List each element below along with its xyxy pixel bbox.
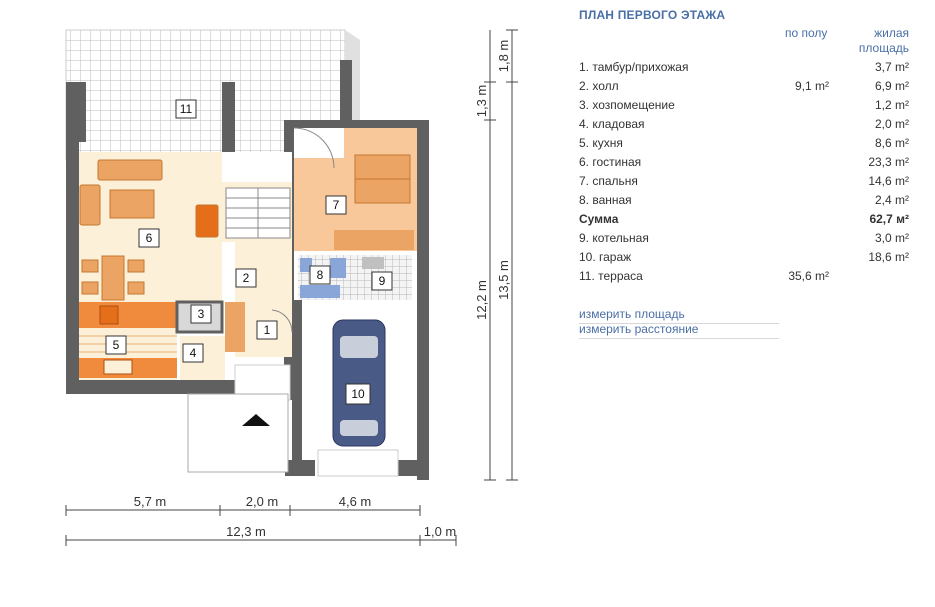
room-row: 1. тамбур/прихожая 3,7 m² xyxy=(575,58,920,77)
column-living-area: жилая площадь xyxy=(857,26,909,56)
column-floor-area: по полу xyxy=(785,26,828,40)
room-living-area: 14,6 m² xyxy=(868,174,909,188)
room-living-area: 3,0 m² xyxy=(874,231,909,245)
room-labels: 11 6 7 2 8 9 3 1 5 4 10 xyxy=(105,99,393,405)
floor-plan-drawing: 11 6 7 2 8 9 3 1 5 4 10 5,7 m 2,0 m 4,6 … xyxy=(65,29,518,546)
total-living-area: 62,7 м² xyxy=(869,212,909,226)
room-row: 9. котельная 3,0 m² xyxy=(575,229,920,248)
room-area-panel: ПЛАН ПЕРВОГО ЭТАЖА по полу жилая площадь… xyxy=(575,0,920,607)
room-row: 10. гараж 18,6 m² xyxy=(575,248,920,267)
svg-text:9: 9 xyxy=(379,274,386,288)
svg-text:11: 11 xyxy=(180,102,193,116)
room-row: 4. кладовая 2,0 m² xyxy=(575,115,920,134)
room-name: 3. хозпомещение xyxy=(579,98,675,112)
dining-table xyxy=(81,255,145,301)
room-label-4: 4 xyxy=(182,343,204,363)
dim-right-inner: 12,2 m xyxy=(474,280,489,320)
room-floor-area: 9,1 m² xyxy=(794,79,829,93)
panel-title: ПЛАН ПЕРВОГО ЭТАЖА xyxy=(579,8,726,22)
room-name: 4. кладовая xyxy=(579,117,645,131)
column-living-line-2: площадь xyxy=(858,41,909,55)
room-row: 8. ванная 2,4 m² xyxy=(575,191,920,210)
room-label-10: 10 xyxy=(345,383,371,405)
svg-text:7: 7 xyxy=(333,198,340,212)
sofa-furniture xyxy=(79,159,219,238)
entrance-porch xyxy=(187,364,291,473)
dimension-labels: 5,7 m 2,0 m 4,6 m 12,3 m 1,0 m 1,8 m 1,3… xyxy=(134,40,511,539)
room-label-9: 9 xyxy=(371,271,393,291)
room-label-7: 7 xyxy=(325,195,347,215)
dim-right-top: 1,8 m xyxy=(496,40,511,73)
room-living-area: 2,4 m² xyxy=(874,193,909,207)
room-living-area: 6,9 m² xyxy=(874,79,909,93)
dim-extra-width: 1,0 m xyxy=(424,524,457,539)
room-label-2: 2 xyxy=(235,268,257,288)
bedroom xyxy=(293,127,417,251)
room-name: 5. кухня xyxy=(579,136,623,150)
room-label-6: 6 xyxy=(138,228,160,248)
total-row: Сумма 62,7 м² xyxy=(575,210,920,229)
room-row: 3. хозпомещение 1,2 m² xyxy=(575,96,920,115)
room-name: 8. ванная xyxy=(579,193,632,207)
room-list: 1. тамбур/прихожая 3,7 m² 2. холл 9,1 m² 6,… xyxy=(575,58,920,286)
room-living-area: 18,6 m² xyxy=(868,250,909,264)
dim-bottom-1: 5,7 m xyxy=(134,494,167,509)
svg-text:8: 8 xyxy=(317,268,324,282)
dim-bottom-3: 4,6 m xyxy=(339,494,372,509)
total-label: Сумма xyxy=(579,212,619,226)
kitchen-area xyxy=(79,302,177,380)
room-living-area: 23,3 m² xyxy=(868,155,909,169)
room-name: 7. спальня xyxy=(579,174,638,188)
bathroom-boiler xyxy=(298,255,412,300)
measure-area-link[interactable]: измерить площадь xyxy=(579,307,779,324)
measure-distance-link[interactable]: измерить расстояние xyxy=(579,322,779,339)
room-name: 1. тамбур/прихожая xyxy=(579,60,689,74)
room-row: 6. гостиная 23,3 m² xyxy=(575,153,920,172)
room-row: 5. кухня 8,6 m² xyxy=(575,134,920,153)
dim-total-width: 12,3 m xyxy=(226,524,266,539)
svg-text:6: 6 xyxy=(146,231,153,245)
room-name: 9. котельная xyxy=(579,231,649,245)
room-living-area: 2,0 m² xyxy=(874,117,909,131)
room-living-area: 1,2 m² xyxy=(874,98,909,112)
svg-text:3: 3 xyxy=(198,307,205,321)
room-label-8: 8 xyxy=(309,265,331,285)
room-label-11: 11 xyxy=(175,99,197,119)
room-name: 6. гостиная xyxy=(579,155,642,169)
room-name: 10. гараж xyxy=(579,250,632,264)
svg-text:1: 1 xyxy=(264,323,271,337)
dimension-lines xyxy=(65,29,518,546)
room-row: 2. холл 9,1 m² 6,9 m² xyxy=(575,77,920,96)
staircase xyxy=(225,187,291,239)
dim-bottom-2: 2,0 m xyxy=(246,494,279,509)
svg-text:10: 10 xyxy=(351,387,365,401)
room-living-area: 8,6 m² xyxy=(874,136,909,150)
svg-text:5: 5 xyxy=(113,338,120,352)
room-floor-area: 35,6 m² xyxy=(788,269,829,283)
column-living-line-1: жилая xyxy=(874,26,909,40)
room-row: 7. спальня 14,6 m² xyxy=(575,172,920,191)
room-label-5: 5 xyxy=(105,335,127,355)
dim-right-mid: 1,3 m xyxy=(474,85,489,118)
room-label-3: 3 xyxy=(190,304,212,324)
room-name: 11. терраса xyxy=(579,269,643,283)
dim-right-outer: 13,5 m xyxy=(496,260,511,300)
svg-text:2: 2 xyxy=(243,271,250,285)
garage xyxy=(302,300,417,477)
room-label-1: 1 xyxy=(256,320,278,340)
room-row: 11. терраса 35,6 m² xyxy=(575,267,920,286)
room-living-area: 3,7 m² xyxy=(874,60,909,74)
room-name: 2. холл xyxy=(579,79,619,93)
svg-text:4: 4 xyxy=(190,346,197,360)
